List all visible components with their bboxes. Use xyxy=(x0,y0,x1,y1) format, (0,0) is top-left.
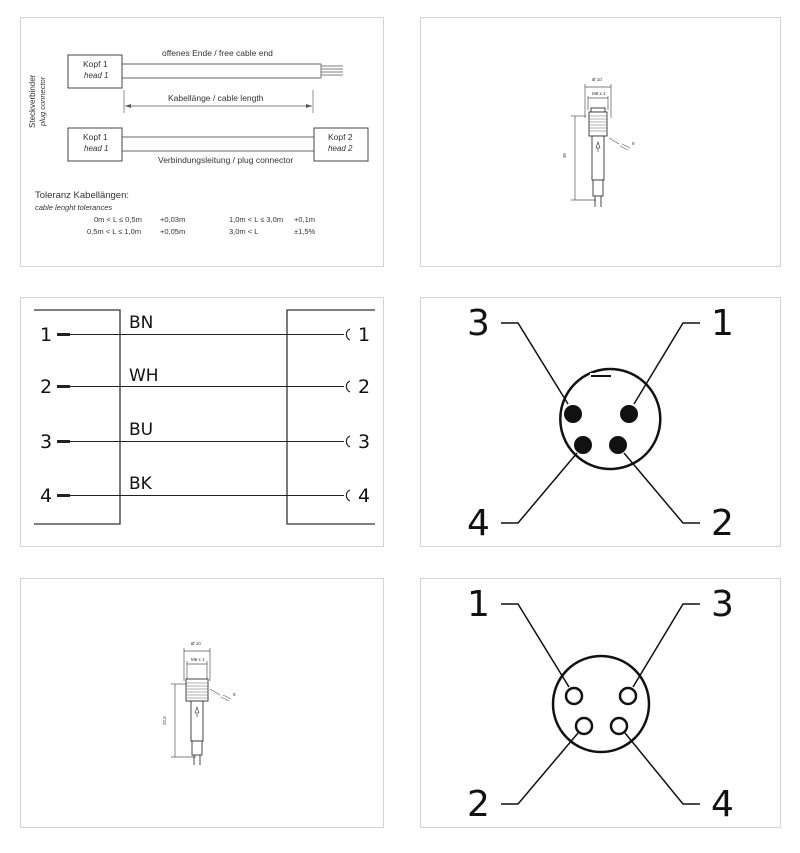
left-pin-4: 4 xyxy=(40,485,53,507)
pin-3-female xyxy=(618,686,638,706)
pin-4-female xyxy=(609,716,629,736)
diameter-label-1: Ø 10 xyxy=(592,77,602,82)
free-end-label: offenes Ende / free cable end xyxy=(162,48,273,58)
pinout-female-panel: 1 3 2 4 xyxy=(420,578,781,828)
cable-strands xyxy=(320,64,343,78)
thread-label-2: M8 x 1 xyxy=(191,657,205,662)
connector-ring-male xyxy=(578,367,662,471)
connector-drawing-panel-1: Ø 10 M8 x 1 35 9 xyxy=(420,17,781,267)
wire-3 xyxy=(57,435,351,448)
left-pin-3: 3 xyxy=(40,431,53,453)
tolerance-range-3: 1,0m < L ≤ 3,0m xyxy=(229,215,284,224)
head1-label-top: Kopf 1 xyxy=(83,59,108,69)
wrench-label-2: 9 xyxy=(233,692,236,697)
length-label-2: 32,5 xyxy=(162,716,167,725)
connector-drawing-panel-2: Ø 10 M8 x 1 32,5 9 xyxy=(20,578,384,828)
right-pin-2: 2 xyxy=(358,376,371,398)
tolerance-value-3: +0,1m xyxy=(294,215,316,224)
female-label-top-left: 1 xyxy=(467,584,490,625)
pin-1-male xyxy=(620,405,638,423)
cable-length-label: Kabellänge / cable length xyxy=(168,93,264,103)
connector-line-label: Verbindungsleitung / plug connector xyxy=(158,155,294,165)
head1-box-bottom xyxy=(67,127,123,162)
female-label-bottom-left: 2 xyxy=(467,784,490,825)
side-label-en: plug connector xyxy=(38,76,47,126)
head1-label-bottom: Kopf 1 xyxy=(83,132,108,142)
head2-box xyxy=(313,127,369,162)
left-connector-outline xyxy=(34,309,121,525)
pin-2-female xyxy=(574,716,594,736)
connector-drawing-1 xyxy=(571,84,631,207)
tolerance-subtitle: cable lenght tolerances xyxy=(35,203,113,212)
male-label-bottom-right: 2 xyxy=(711,503,734,544)
side-label-de: Steckverbinder xyxy=(28,74,37,128)
pin-2-male xyxy=(609,436,627,454)
connector-drawing-2 xyxy=(171,648,232,765)
female-label-bottom-right: 4 xyxy=(711,784,734,825)
head1-sub-bottom: head 1 xyxy=(84,144,109,153)
cable-length-panel: Kopf 1 head 1 offenes Ende / free cable … xyxy=(20,17,384,267)
wiring-diagram xyxy=(34,309,375,525)
pinout-male-diagram xyxy=(501,322,700,524)
wire-1 xyxy=(57,328,351,341)
tolerance-value-1: +0,03m xyxy=(160,215,186,224)
head2-sub: head 2 xyxy=(328,144,353,153)
pin-3-male xyxy=(564,405,582,423)
right-pin-3: 3 xyxy=(358,431,371,453)
tolerance-value-2: +0,05m xyxy=(160,227,186,236)
diameter-label-2: Ø 10 xyxy=(191,641,201,646)
wire-2 xyxy=(57,380,351,393)
right-pin-1: 1 xyxy=(358,324,371,346)
pinout-male-panel: 3 1 4 2 xyxy=(420,297,781,547)
male-label-bottom-left: 4 xyxy=(467,503,490,544)
cable-length-drawing xyxy=(67,54,369,162)
dim-arrow-left xyxy=(125,104,131,108)
wire-color-3: BU xyxy=(129,420,154,440)
thread-label-1: M8 x 1 xyxy=(592,91,606,96)
left-pin-1: 1 xyxy=(40,324,53,346)
right-pin-4: 4 xyxy=(358,485,371,507)
pin-4-male xyxy=(574,436,592,454)
wire-color-1: BN xyxy=(129,313,154,333)
tolerance-title: Toleranz Kabellängen: xyxy=(35,190,130,201)
male-label-top-left: 3 xyxy=(467,303,490,344)
wire-color-2: WH xyxy=(129,366,159,386)
wiring-diagram-panel: 1 2 3 4 1 2 3 4 BN WH BU BK xyxy=(20,297,384,547)
tolerance-value-4: ±1,5% xyxy=(294,227,316,236)
right-connector-outline xyxy=(286,309,375,525)
dim-arrow-right xyxy=(306,104,312,108)
length-label-1: 35 xyxy=(562,152,567,158)
male-label-top-right: 1 xyxy=(711,303,734,344)
tolerance-range-4: 3,0m < L xyxy=(229,227,259,236)
tolerance-range-1: 0m < L ≤ 0,5m xyxy=(94,215,142,224)
female-label-top-right: 3 xyxy=(711,584,734,625)
tolerance-range-2: 0,5m < L ≤ 1,0m xyxy=(87,227,142,236)
connector-ring-female xyxy=(551,654,651,754)
head2-label: Kopf 2 xyxy=(328,132,353,142)
head1-sub-top: head 1 xyxy=(84,71,109,80)
left-pin-2: 2 xyxy=(40,376,53,398)
wire-color-4: BK xyxy=(129,474,152,494)
pin-1-female xyxy=(564,686,584,706)
wire-4 xyxy=(57,489,351,502)
wrench-label-1: 9 xyxy=(632,141,635,146)
pinout-female-diagram xyxy=(501,603,700,805)
head1-box-top xyxy=(67,54,123,89)
